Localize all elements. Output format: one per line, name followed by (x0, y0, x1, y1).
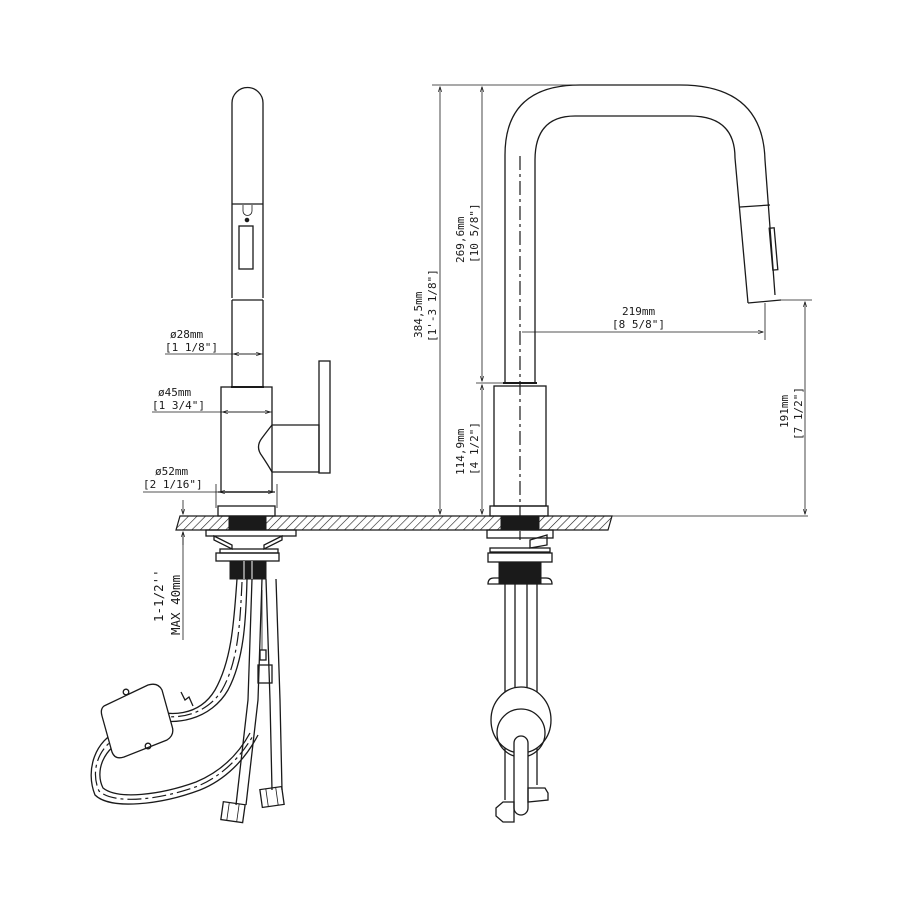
dim-base-diameter-in: [2 1/16"] (143, 478, 203, 491)
dim-spout-height-mm: 269,6mm (454, 216, 467, 263)
dim-deck-thickness-line1: 1-1/2'' (151, 569, 166, 622)
front-view-faucet (486, 84, 782, 823)
dim-base-diameter-mm: ø52mm (155, 465, 188, 478)
dim-aerator-height-mm: 191mm (778, 395, 791, 428)
dim-body-diameter-in: [1 3/4"] (152, 399, 205, 412)
dim-spout-diameter-in: [1 1/8"] (165, 341, 218, 354)
countertop-section (175, 515, 808, 531)
dim-body-height-in: [4 1/2"] (468, 422, 481, 475)
dim-spout-height-in: [10 5/8"] (468, 203, 481, 263)
dim-spout-reach-in: [8 5/8"] (612, 318, 665, 331)
dim-overall-height-mm: 384,5mm (412, 291, 425, 338)
dim-body-diameter-mm: ø45mm (158, 386, 191, 399)
dim-deck-thickness-line2: MAX 40mm (168, 575, 183, 635)
dim-aerator-height-in: [7 1/2"] (792, 387, 805, 440)
dim-spout-reach-mm: 219mm (622, 305, 655, 318)
side-view-faucet (90, 86, 331, 824)
dim-spout-diameter-mm: ø28mm (170, 328, 203, 341)
dim-overall-height-in: [1'-3 1/8"] (426, 269, 439, 342)
dim-body-height-mm: 114,9mm (454, 428, 467, 475)
side-view-dimensions (143, 354, 278, 640)
front-view-dimensions (432, 84, 812, 514)
